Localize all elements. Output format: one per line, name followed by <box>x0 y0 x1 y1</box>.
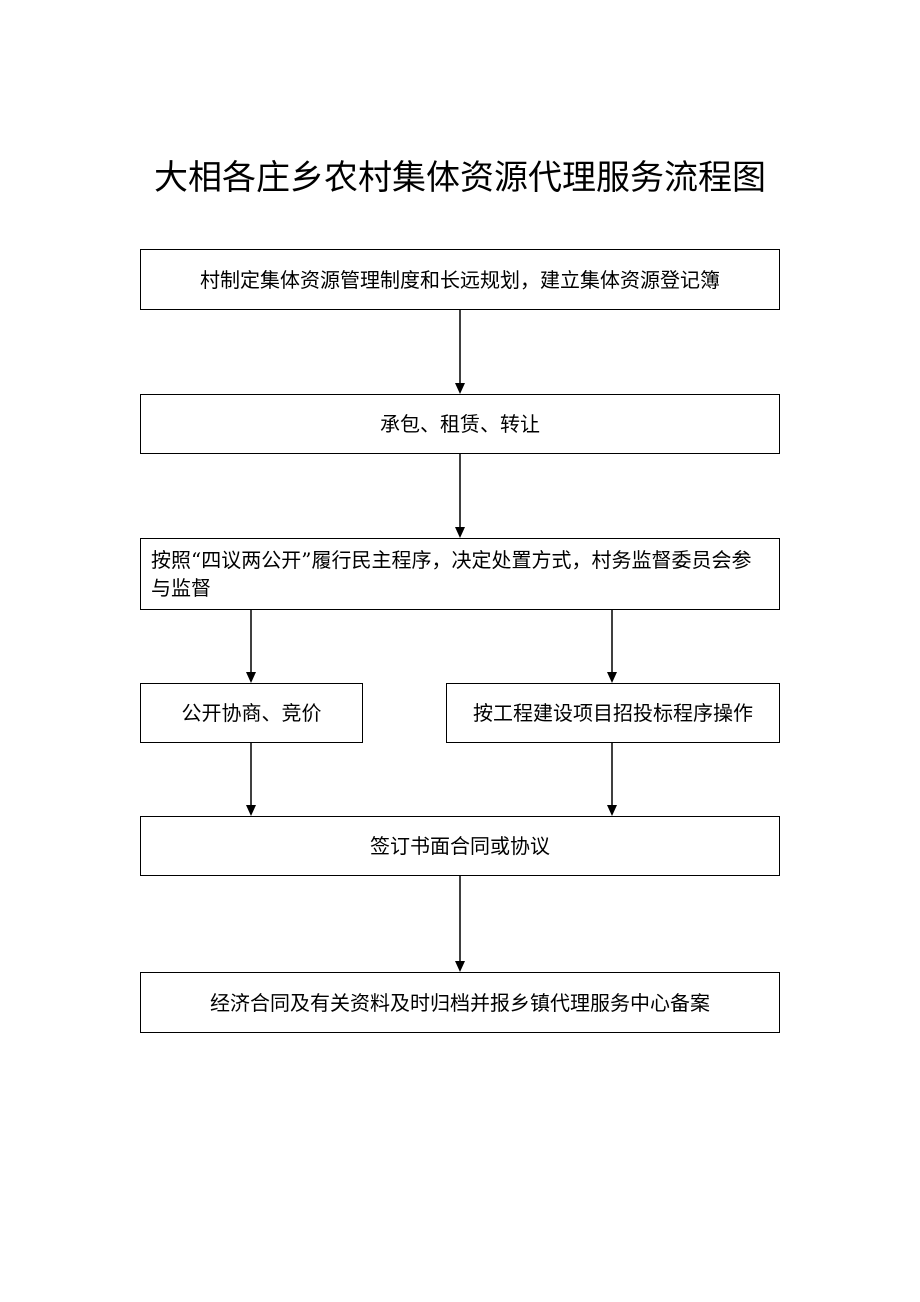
step-box-tender-procedure: 按工程建设项目招投标程序操作 <box>446 683 780 743</box>
step-text-sign-contract: 签订书面合同或协议 <box>370 834 550 858</box>
step-box-archive-and-file: 经济合同及有关资料及时归档并报乡镇代理服务中心备案 <box>140 972 780 1033</box>
step-text-public-negotiation: 公开协商、竞价 <box>181 701 322 725</box>
page-title: 大相各庄乡农村集体资源代理服务流程图 <box>154 158 766 198</box>
step-box-sign-contract: 签订书面合同或协议 <box>140 816 780 876</box>
step-box-plan-and-register: 村制定集体资源管理制度和长远规划，建立集体资源登记簿 <box>140 249 780 310</box>
arrow-step2-to-step3 <box>455 454 465 538</box>
step-text-archive-and-file: 经济合同及有关资料及时归档并报乡镇代理服务中心备案 <box>210 990 710 1015</box>
arrow-step4b-to-step5 <box>607 743 617 816</box>
step-text-tender-procedure: 按工程建设项目招投标程序操作 <box>473 701 753 725</box>
step-text-plan-and-register: 村制定集体资源管理制度和长远规划，建立集体资源登记簿 <box>200 267 720 292</box>
arrow-step4a-to-step5 <box>246 743 256 816</box>
step-box-public-negotiation: 公开协商、竞价 <box>140 683 363 743</box>
step-box-contract-lease-transfer: 承包、租赁、转让 <box>140 394 780 454</box>
step-box-democratic-procedure: 按照“四议两公开”履行民主程序，决定处置方式，村务监督委员会参与监督 <box>140 538 780 610</box>
arrow-step3-to-step4b <box>607 610 617 683</box>
arrow-step3-to-step4a <box>246 610 256 683</box>
step-text-democratic-procedure: 按照“四议两公开”履行民主程序，决定处置方式，村务监督委员会参与监督 <box>151 548 752 600</box>
step-text-contract-lease-transfer: 承包、租赁、转让 <box>380 412 540 436</box>
arrow-step1-to-step2 <box>455 310 465 394</box>
arrow-step5-to-step6 <box>455 876 465 972</box>
